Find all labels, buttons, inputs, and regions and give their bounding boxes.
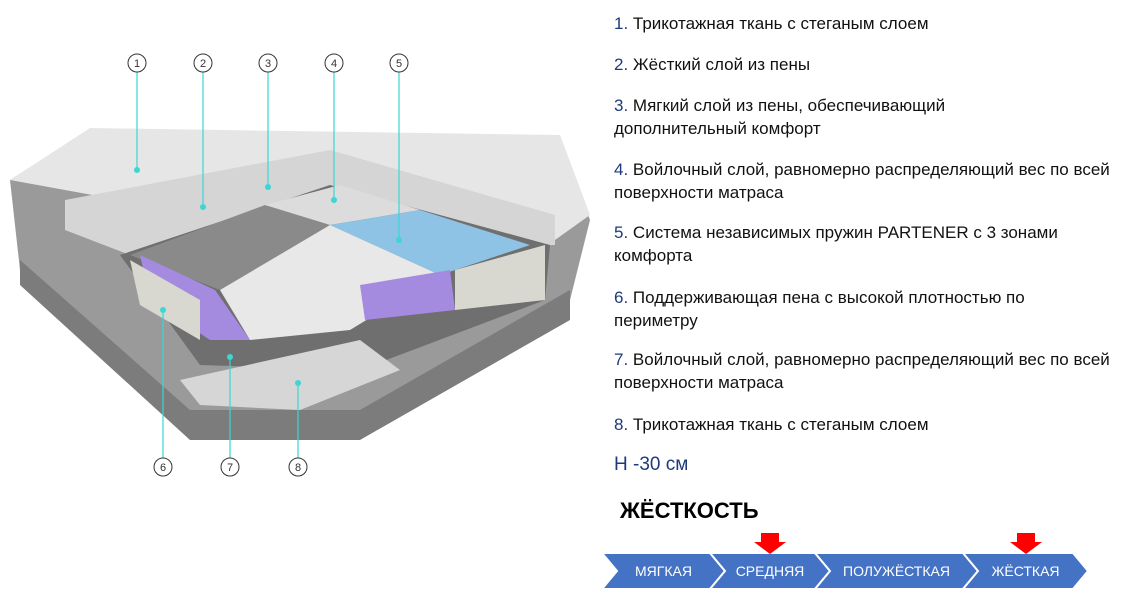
callout-7: 7	[227, 462, 233, 474]
layer-item-1: 1. Трикотажная ткань с стеганым слоем	[614, 12, 1119, 35]
firmness-level-firm: ЖЁСТКАЯ	[991, 563, 1060, 579]
layer-item-5: 5. Система независимых пружин PARTENER с…	[614, 221, 1119, 267]
layer-number: 7.	[614, 350, 629, 369]
layer-number: 1.	[614, 14, 629, 33]
layer-number: 5.	[614, 223, 629, 242]
layer-text: Трикотажная ткань с стеганым слоем	[632, 415, 929, 434]
layer-number: 8.	[614, 415, 629, 434]
layer-number: 3.	[614, 96, 629, 115]
firmness-title: ЖЁСТКОСТЬ	[620, 498, 759, 523]
layer-text: Система независимых пружин PARTENER с 3 …	[614, 223, 1058, 265]
layer-item-7: 7. Войлочный слой, равномерно распределя…	[614, 348, 1119, 394]
layer-text: Войлочный слой, равномерно распределяющи…	[614, 350, 1110, 392]
height-label: H -30 см	[614, 454, 689, 475]
layer-text: Мягкий слой из пены, обеспечивающий допо…	[614, 96, 946, 138]
marker-arrow-firm	[1010, 533, 1042, 554]
marker-arrow-medium	[754, 533, 786, 554]
firmness-level-soft: МЯГКАЯ	[635, 563, 692, 579]
callout-6: 6	[160, 462, 166, 474]
firmness-level-semi-firm: ПОЛУЖЁСТКАЯ	[843, 563, 950, 579]
layer-text: Поддерживающая пена с высокой плотностью…	[614, 288, 1025, 330]
layer-item-4: 4. Войлочный слой, равномерно распределя…	[614, 158, 1119, 204]
layer-item-3: 3. Мягкий слой из пены, обеспечивающий д…	[614, 94, 994, 140]
callout-2: 2	[200, 58, 206, 70]
callout-3: 3	[265, 58, 271, 70]
firmness-level-medium: СРЕДНЯЯ	[735, 563, 805, 579]
layer-text: Трикотажная ткань с стеганым слоем	[632, 14, 929, 33]
layer-number: 6.	[614, 288, 629, 307]
layer-text: Войлочный слой, равномерно распределяющи…	[614, 160, 1110, 202]
callout-1: 1	[134, 58, 140, 70]
layer-number: 2.	[614, 55, 629, 74]
mattress-cutaway-illustration: 1 2 3 4 5 6 7 8	[10, 53, 590, 477]
callout-8: 8	[295, 462, 301, 474]
layer-text: Жёсткий слой из пены	[632, 55, 811, 74]
layer-number: 4.	[614, 160, 629, 179]
layer-item-8: 8. Трикотажная ткань с стеганым слоем	[614, 413, 1119, 436]
layer-item-6: 6. Поддерживающая пена с высокой плотнос…	[614, 286, 1094, 332]
layer-item-2: 2. Жёсткий слой из пены	[614, 53, 1119, 76]
callout-4: 4	[331, 58, 337, 70]
callout-5: 5	[396, 58, 402, 70]
